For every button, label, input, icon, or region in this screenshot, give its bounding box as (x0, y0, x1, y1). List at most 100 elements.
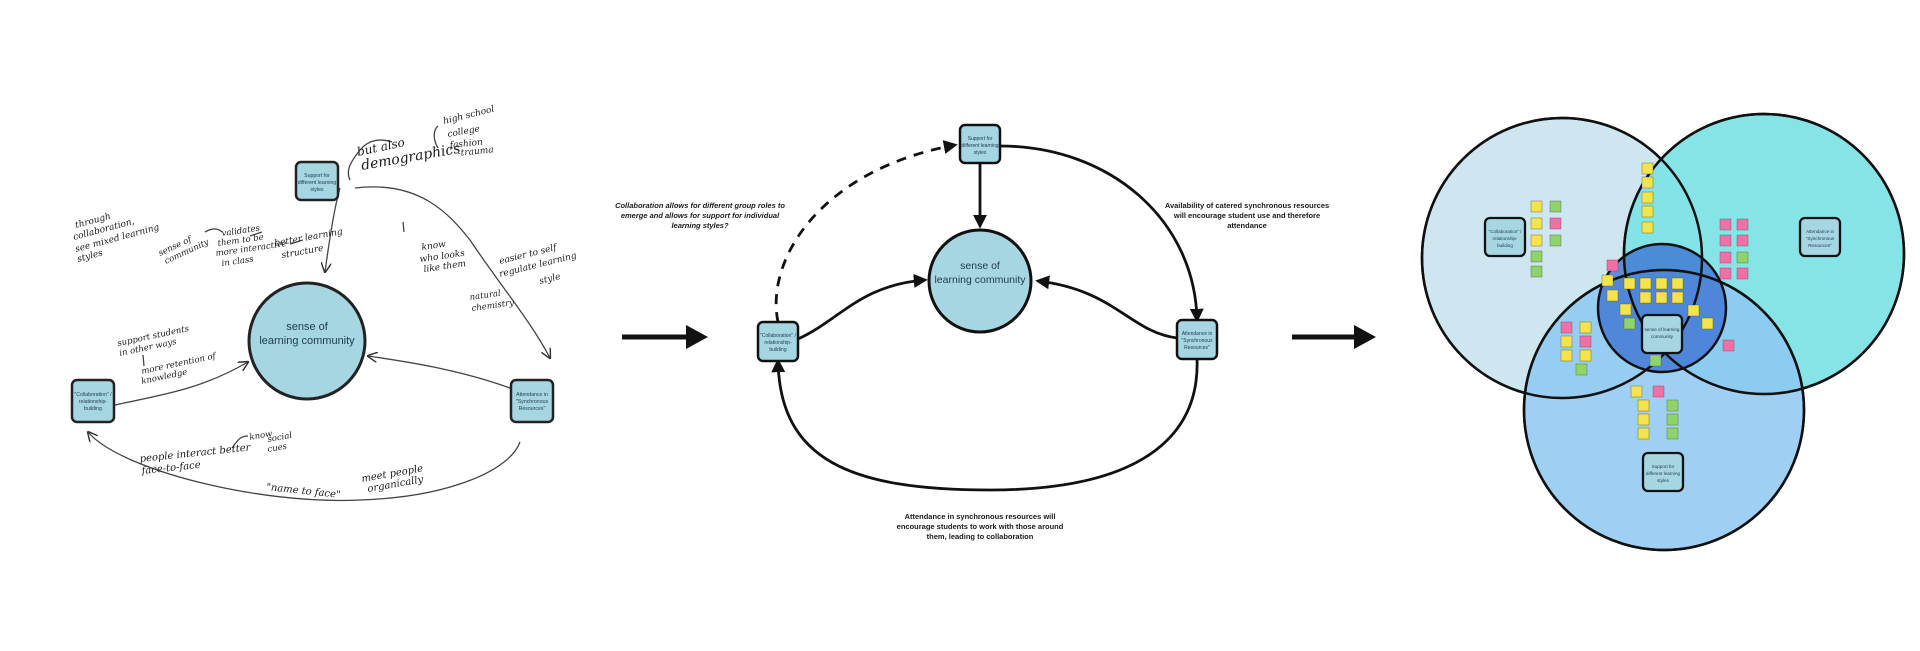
sticky-note (1623, 277, 1636, 290)
caption-left-line2: emerge and allows for support for indivi… (621, 211, 780, 220)
sticky-note (1619, 303, 1632, 316)
sticky-note (1549, 200, 1562, 213)
venn-node-right-line3: Resources" (1808, 243, 1832, 248)
node-collaboration (756, 320, 800, 363)
note-natural: natural (469, 289, 502, 303)
sticky-note (1575, 363, 1588, 376)
sketch-node-right-line1: Attendance in (516, 392, 548, 398)
note-know-2: know (249, 429, 274, 443)
arrow-attendance-to-collab (771, 357, 1199, 492)
caption-bottom-line1: Attendance in synchronous resources will (905, 512, 1056, 521)
node-left-line3: building (769, 347, 786, 353)
arrow-collab-to-center (797, 273, 928, 341)
sticky-note (1560, 349, 1573, 362)
sticky-note (1641, 191, 1654, 204)
sketch-node-left-line3: building (84, 406, 102, 412)
sticky-notes (1530, 162, 1749, 440)
sketch-arrow-top-to-right (354, 186, 550, 358)
sketch-node-right-line2: "Synchronous (516, 399, 549, 405)
venn-node-left-line2: relationship- (1492, 236, 1517, 241)
sticky-note (1655, 291, 1668, 304)
note-in-class: in class (221, 255, 255, 269)
sketch-center-label-line1: sense of (286, 321, 329, 333)
sticky-note (1549, 217, 1562, 230)
sticky-note (1606, 289, 1619, 302)
sticky-note (1623, 317, 1636, 330)
node-top-line3: styles (974, 150, 987, 156)
venn-node-center (1640, 313, 1684, 355)
sketch-arrow-left-right (88, 432, 521, 502)
sticky-note (1666, 427, 1679, 440)
sticky-note (1637, 399, 1650, 412)
note-name-to-face: "name to face" (266, 482, 341, 501)
sticky-note (1530, 250, 1543, 263)
sticky-note (1560, 321, 1573, 334)
caption-left-line3: learning styles? (671, 221, 729, 230)
arrow-right-icon (622, 325, 708, 349)
sticky-note (1579, 321, 1592, 334)
arrow-attendance-to-center (1035, 275, 1178, 340)
sketch-node-collaboration (70, 378, 116, 424)
venn-node-left-line1: "Collaboration" / (1489, 229, 1523, 234)
caption-right-line1: Availability of catered synchronous reso… (1165, 201, 1329, 210)
sticky-note (1637, 413, 1650, 426)
center-circle (927, 228, 1033, 334)
sketch-node-top-line1: Support for (304, 173, 330, 179)
sticky-note (1655, 277, 1668, 290)
sketch-dash (402, 221, 405, 233)
sticky-note (1701, 317, 1714, 330)
sticky-note (1736, 234, 1749, 247)
sketch-node-right-line3: Resources" (519, 406, 546, 412)
sketch-panel: sense of learning community Support for … (70, 105, 578, 502)
sticky-note (1666, 399, 1679, 412)
sticky-note (1719, 251, 1732, 264)
sticky-note (1639, 291, 1652, 304)
sketch-node-left-line2: relationship- (79, 399, 108, 405)
sketch-connectors (88, 125, 550, 502)
sketch-node-attendance (509, 378, 555, 424)
node-left-line2: relationship- (764, 340, 792, 346)
sticky-note (1530, 200, 1543, 213)
sticky-note (1641, 176, 1654, 189)
sketch-center-label-line2: learning community (259, 335, 355, 347)
dashed-arrow-collab-to-styles (774, 140, 958, 323)
sticky-note (1671, 277, 1684, 290)
venn-node-bottom-line3: styles (1657, 478, 1669, 483)
sticky-note (1639, 277, 1652, 290)
sketch-node-top-line3: styles (310, 187, 324, 193)
sticky-note (1687, 304, 1700, 317)
sketch-node-learning-styles (294, 160, 340, 202)
sticky-note (1606, 259, 1619, 272)
node-attendance (1175, 318, 1219, 361)
venn-node-learning-styles (1641, 451, 1685, 493)
node-top-line2: different learning (961, 143, 998, 149)
center-label-line1: sense of (960, 260, 1000, 272)
node-top-line1: Support for (968, 136, 993, 142)
venn-node-bottom-line1: Support for (1652, 464, 1675, 469)
venn-node-right-line1: Attendance in (1806, 229, 1835, 234)
node-learning-styles (958, 123, 1002, 165)
venn-center-overlap (1596, 242, 1728, 374)
note-social: social (267, 431, 293, 445)
sticky-note (1579, 349, 1592, 362)
sticky-note (1671, 291, 1684, 304)
sticky-note (1719, 267, 1732, 280)
sticky-note (1652, 385, 1665, 398)
sticky-note (1560, 335, 1573, 348)
caption-right-line3: attendance (1227, 221, 1267, 230)
sketch-arrow-left-to-center (114, 362, 248, 406)
sticky-note (1530, 265, 1543, 278)
sticky-note (1641, 205, 1654, 218)
sticky-note (1719, 218, 1732, 231)
venn-node-attendance (1798, 216, 1842, 258)
venn-node-bottom-line2: different learning (1646, 471, 1681, 476)
venn-node-left-line3: building (1497, 243, 1513, 248)
venn-node-right-line2: "Synchronous (1806, 236, 1835, 241)
venn-node-center-line2: community (1651, 334, 1674, 339)
node-right-line2: "Synchronous (1182, 338, 1213, 344)
sticky-note (1601, 274, 1614, 287)
sticky-note (1666, 413, 1679, 426)
sketch-node-left-line1: "Collaboration" / (74, 392, 112, 398)
sketch-brace (433, 125, 439, 149)
